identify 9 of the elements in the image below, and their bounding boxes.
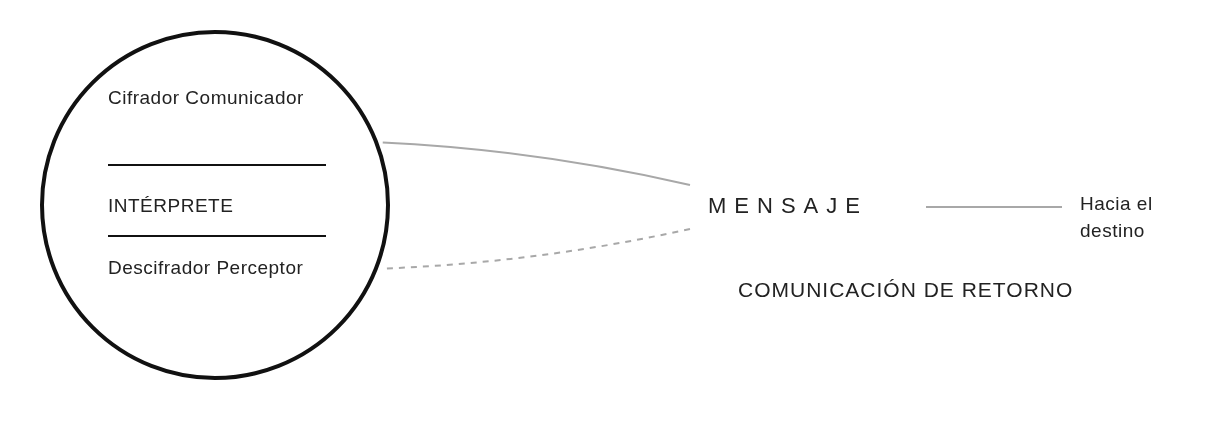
connector-line <box>381 141 691 186</box>
connector-line <box>925 206 1063 208</box>
circle-text: Descifrador Perceptor <box>108 256 305 280</box>
circle-text: Cifrador Comunicador <box>108 86 305 110</box>
interpreter-circle <box>40 30 390 380</box>
node-text: MENSAJE <box>708 192 928 219</box>
node-text: Hacia el destino <box>1080 190 1200 244</box>
circle-text: INTÉRPRETE <box>108 194 235 218</box>
feedback-label: COMUNICACIÓN DE RETORNO <box>738 278 1074 302</box>
